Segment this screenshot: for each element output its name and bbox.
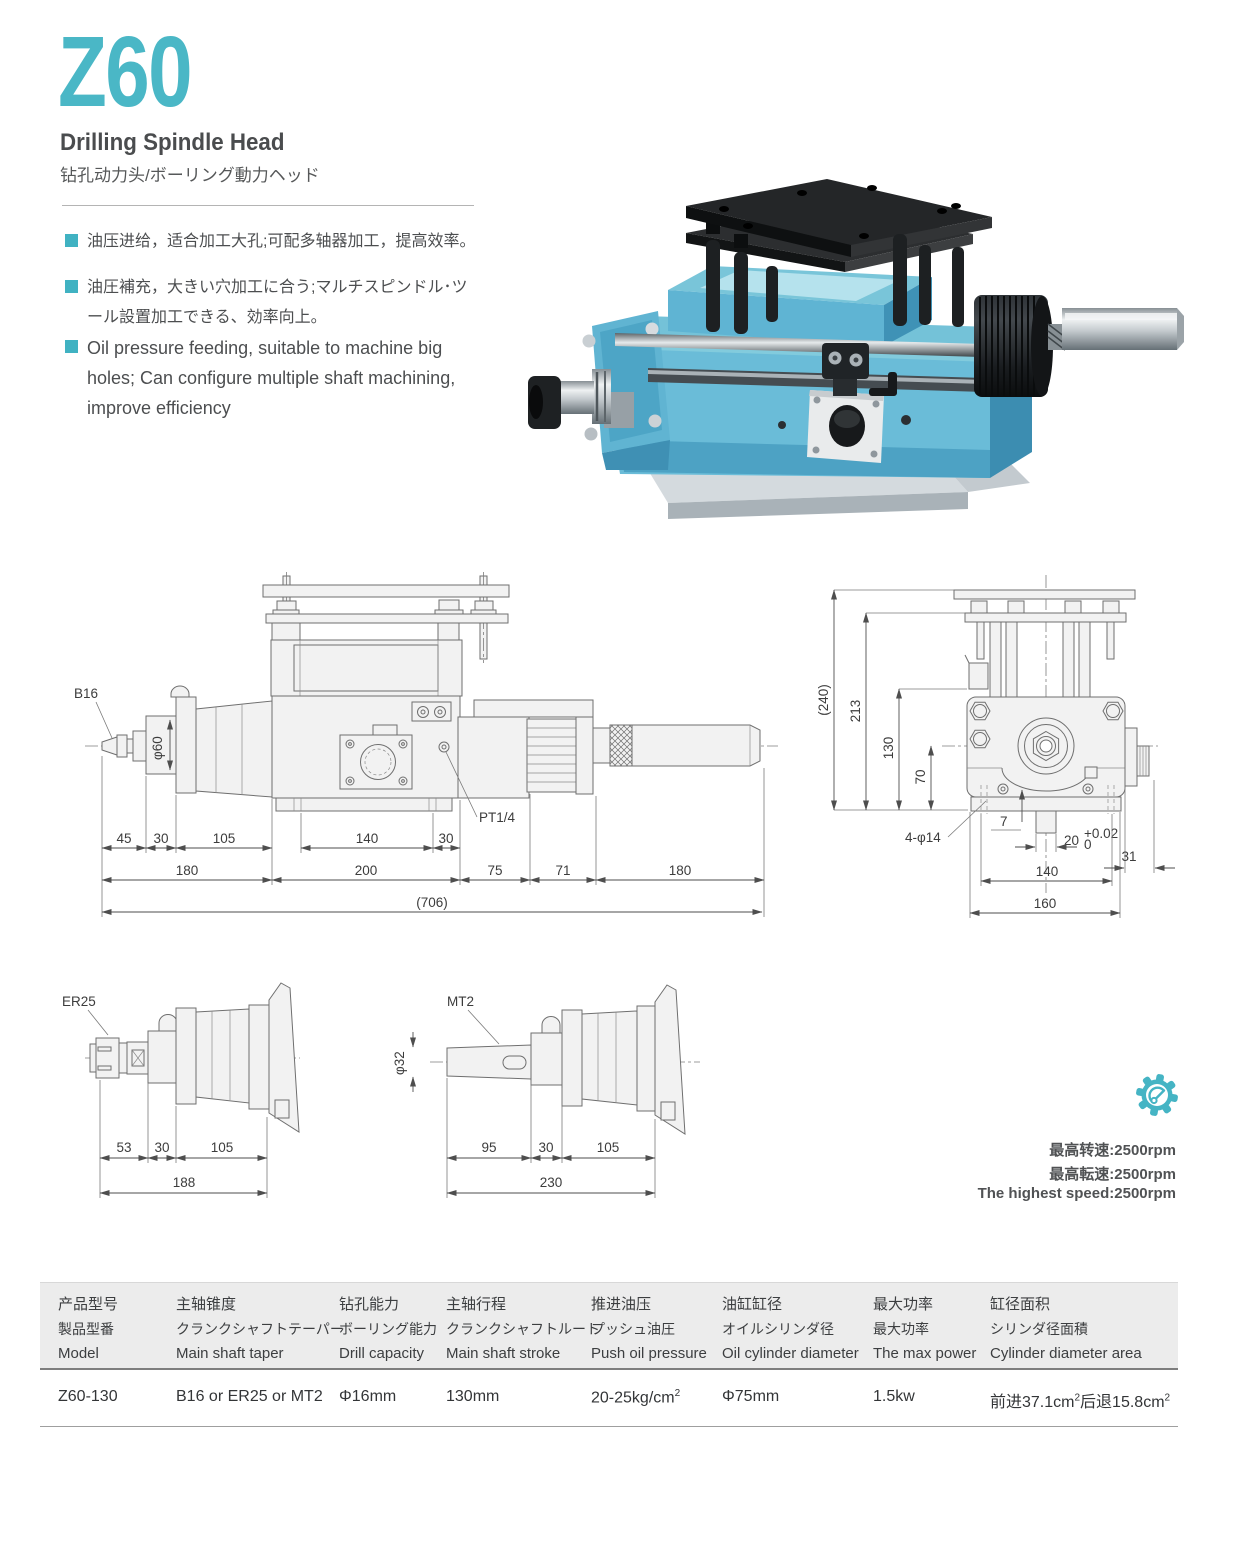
- svg-text:53: 53: [116, 1140, 131, 1155]
- svg-text:B16: B16: [74, 686, 98, 701]
- svg-text:180: 180: [669, 863, 692, 878]
- svg-text:φ32: φ32: [392, 1051, 407, 1075]
- svg-text:0: 0: [1084, 837, 1092, 852]
- svg-text:75: 75: [487, 863, 502, 878]
- svg-text:ER25: ER25: [62, 994, 96, 1009]
- svg-text:7: 7: [1000, 814, 1008, 829]
- svg-text:140: 140: [356, 831, 379, 846]
- svg-text:130: 130: [881, 737, 896, 760]
- svg-text:105: 105: [211, 1140, 234, 1155]
- svg-text:φ60: φ60: [150, 736, 165, 760]
- svg-text:71: 71: [555, 863, 570, 878]
- svg-text:140: 140: [1036, 864, 1059, 879]
- svg-text:213: 213: [848, 700, 863, 723]
- svg-text:105: 105: [597, 1140, 620, 1155]
- svg-text:30: 30: [538, 1140, 553, 1155]
- svg-text:4-φ14: 4-φ14: [905, 830, 941, 845]
- svg-text:188: 188: [173, 1175, 196, 1190]
- svg-text:180: 180: [176, 863, 199, 878]
- svg-text:20: 20: [1064, 833, 1079, 848]
- svg-text:70: 70: [913, 769, 928, 784]
- svg-text:(240): (240): [816, 684, 831, 716]
- svg-text:+0.02: +0.02: [1084, 826, 1118, 841]
- svg-text:45: 45: [116, 831, 131, 846]
- svg-text:160: 160: [1034, 896, 1057, 911]
- svg-text:30: 30: [438, 831, 453, 846]
- svg-text:105: 105: [213, 831, 236, 846]
- svg-text:31: 31: [1121, 849, 1136, 864]
- svg-text:95: 95: [481, 1140, 496, 1155]
- svg-text:200: 200: [355, 863, 378, 878]
- svg-text:PT1/4: PT1/4: [479, 810, 516, 825]
- svg-text:(706): (706): [416, 895, 448, 910]
- svg-text:MT2: MT2: [447, 994, 474, 1009]
- svg-text:30: 30: [154, 1140, 169, 1155]
- svg-text:30: 30: [153, 831, 168, 846]
- svg-text:230: 230: [540, 1175, 563, 1190]
